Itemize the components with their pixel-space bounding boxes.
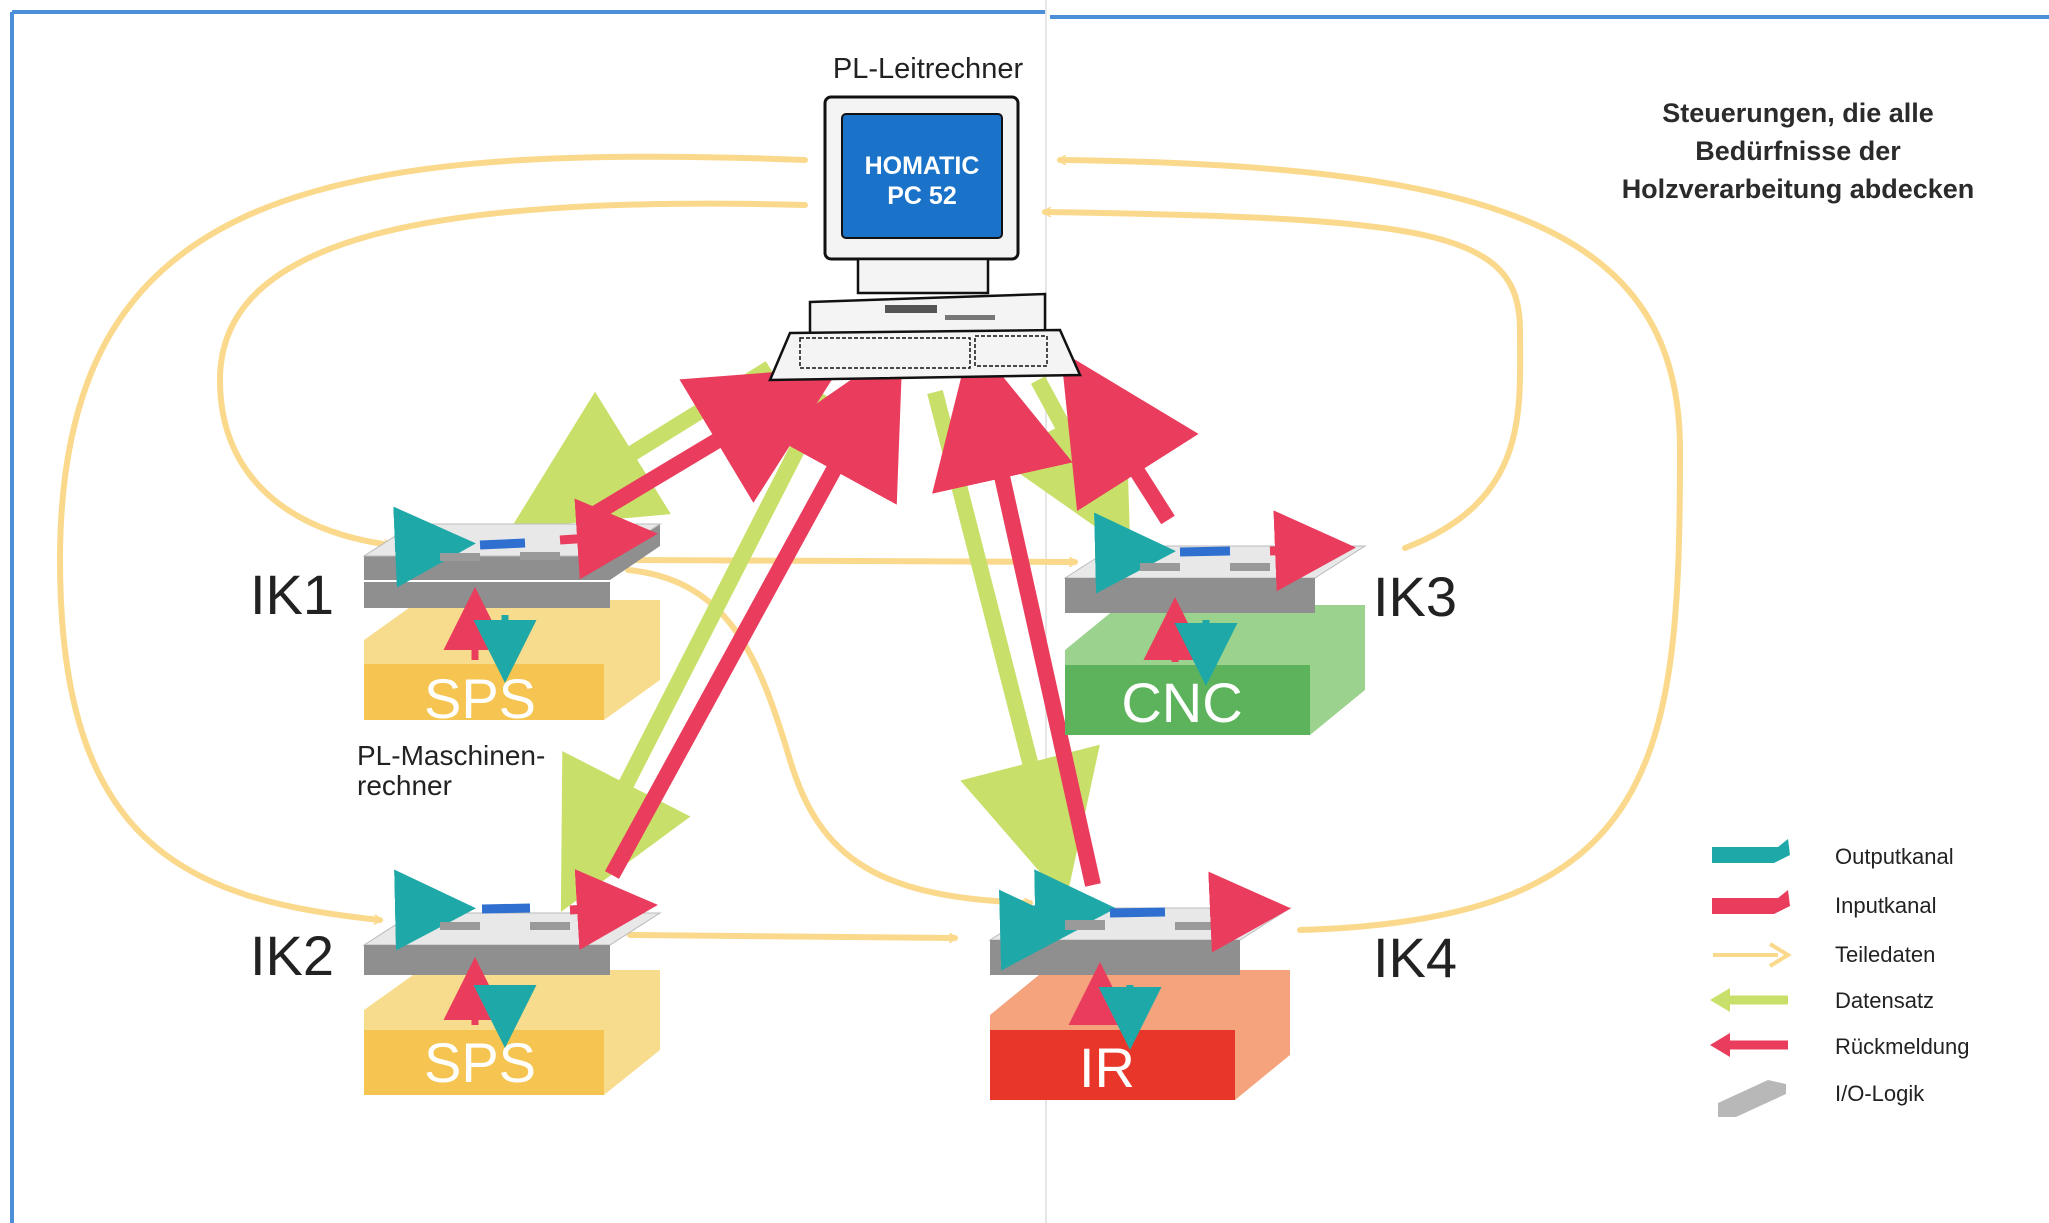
- ik2-controller-label: SPS: [424, 1031, 536, 1094]
- machine-label-line1: PL-Maschinen-: [357, 740, 545, 771]
- gray-block-icon: [1718, 1080, 1786, 1117]
- legend-label-rueckmeldung: Rückmeldung: [1835, 1034, 1970, 1059]
- teiledaten-flows: [56, 153, 1684, 938]
- screen-text-line2: PC 52: [887, 182, 956, 210]
- legend-item-io-logik: I/O-Logik: [1718, 1080, 1925, 1117]
- ik4-label: IK4: [1373, 926, 1457, 989]
- legend-label-io-logik: I/O-Logik: [1835, 1081, 1925, 1106]
- ik3-controller-label: CNC: [1121, 671, 1242, 734]
- screen-text-line1: HOMATIC: [865, 152, 980, 180]
- pl-leitrechner-computer: PL-Leitrechner HOMATIC PC 52: [768, 53, 1082, 382]
- title-line2: Bedürfnisse der: [1695, 136, 1901, 166]
- pl-leitrechner-label: PL-Leitrechner: [833, 53, 1024, 85]
- ik2-io-board: [362, 912, 662, 946]
- ik4-controller-label: IR: [1079, 1036, 1135, 1099]
- legend-item-inputkanal: Inputkanal: [1712, 890, 1937, 918]
- legend-item-teiledaten: Teiledaten: [1713, 942, 1935, 968]
- yellow-arrow-icon: [1768, 942, 1792, 968]
- ik1-controller-label: SPS: [424, 667, 536, 730]
- node-ik1: SPS IK1 PL-Maschinen- rechner: [250, 498, 662, 801]
- machine-label-line2: rechner: [357, 770, 452, 801]
- red-arrow-icon: [1712, 890, 1790, 914]
- legend-label-teiledaten: Teiledaten: [1835, 942, 1935, 967]
- title-line3: Holzverarbeitung abdecken: [1622, 174, 1975, 204]
- ik1-label: IK1: [250, 563, 334, 626]
- legend-item-outputkanal: Outputkanal: [1712, 839, 1954, 869]
- legend-label-outputkanal: Outputkanal: [1835, 844, 1954, 869]
- title-block: Steuerungen, die alle Bedürfnisse der Ho…: [1622, 98, 1975, 204]
- legend-item-rueckmeldung: Rückmeldung: [1710, 1033, 1970, 1059]
- green-arrow-icon: [1710, 988, 1730, 1012]
- ik3-label: IK3: [1373, 565, 1457, 628]
- title-line1: Steuerungen, die alle: [1662, 98, 1934, 128]
- legend-label-inputkanal: Inputkanal: [1835, 893, 1937, 918]
- ik2-label: IK2: [250, 924, 334, 987]
- legend-item-datensatz: Datensatz: [1710, 988, 1934, 1013]
- node-ik4: IR IK4: [988, 869, 1457, 1100]
- rueckmeldung-flows: [583, 337, 1199, 887]
- red-arrow-icon: [1710, 1033, 1730, 1057]
- node-ik3: CNC IK3: [1063, 510, 1457, 735]
- legend: Outputkanal Inputkanal Teiledaten Datens…: [1710, 839, 1970, 1117]
- teal-arrow-icon: [1712, 839, 1790, 863]
- legend-label-datensatz: Datensatz: [1835, 988, 1934, 1013]
- node-ik2: SPS IK2: [250, 869, 662, 1095]
